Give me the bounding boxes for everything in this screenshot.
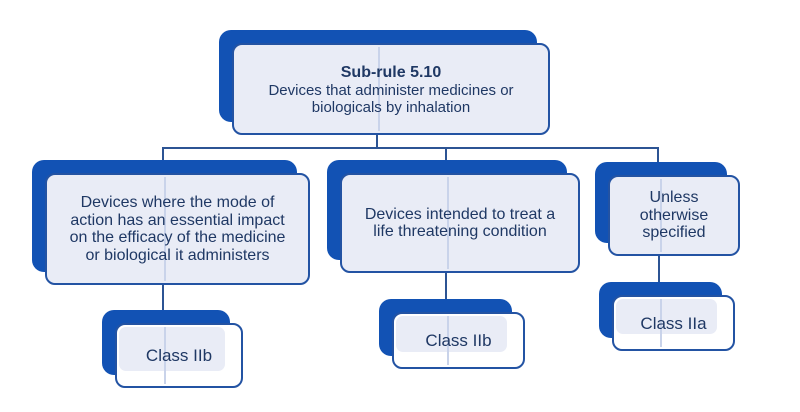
connector-through-line	[447, 316, 449, 365]
node-class-3-face: Class IIa	[612, 295, 735, 351]
node-class-1-face: Class IIb	[115, 323, 243, 388]
connector-middle-class	[445, 272, 447, 301]
connector-through-line	[164, 177, 166, 281]
node-branch-3: Unless otherwise specified	[595, 162, 740, 256]
node-branch-3-face: Unless otherwise specified	[608, 175, 740, 256]
connector-root-stem	[376, 134, 378, 149]
connector-left-class	[162, 284, 164, 312]
connector-through-line	[164, 327, 166, 384]
connector-through-line	[447, 177, 449, 269]
node-class-2: Class IIb	[379, 299, 525, 369]
node-branch-1: Devices where the mode of action has an …	[32, 160, 310, 285]
branch-1-condition: Devices where the mode of action has an …	[69, 194, 286, 264]
node-root: Sub-rule 5.10 Devices that administer me…	[219, 30, 550, 135]
class-2-label: Class IIb	[425, 331, 492, 350]
class-3-label: Class IIa	[640, 313, 707, 333]
connector-stub-right	[657, 147, 659, 164]
connector-stub-middle	[445, 147, 447, 162]
connector-through-line	[660, 179, 662, 252]
branch-3-condition: Unless otherwise specified	[639, 189, 709, 242]
node-class-3: Class IIa	[599, 282, 735, 351]
node-branch-2: Devices intended to treat a life threate…	[327, 160, 580, 273]
connector-stub-left	[162, 147, 164, 161]
connector-horizontal-bar	[162, 147, 659, 149]
node-branch-1-face: Devices where the mode of action has an …	[45, 173, 310, 285]
node-class-1: Class IIb	[102, 310, 243, 388]
node-class-2-face: Class IIb	[392, 312, 525, 369]
node-root-face: Sub-rule 5.10 Devices that administer me…	[232, 43, 550, 135]
root-description: Devices that administer medicines or bio…	[268, 81, 514, 116]
node-branch-2-face: Devices intended to treat a life threate…	[340, 173, 580, 273]
branch-2-condition: Devices intended to treat a life threate…	[364, 205, 556, 241]
class-1-label: Class IIb	[145, 346, 213, 365]
connector-through-line	[378, 47, 380, 131]
connector-through-line	[660, 299, 662, 347]
connector-right-class	[658, 255, 660, 284]
root-title: Sub-rule 5.10	[340, 63, 442, 81]
